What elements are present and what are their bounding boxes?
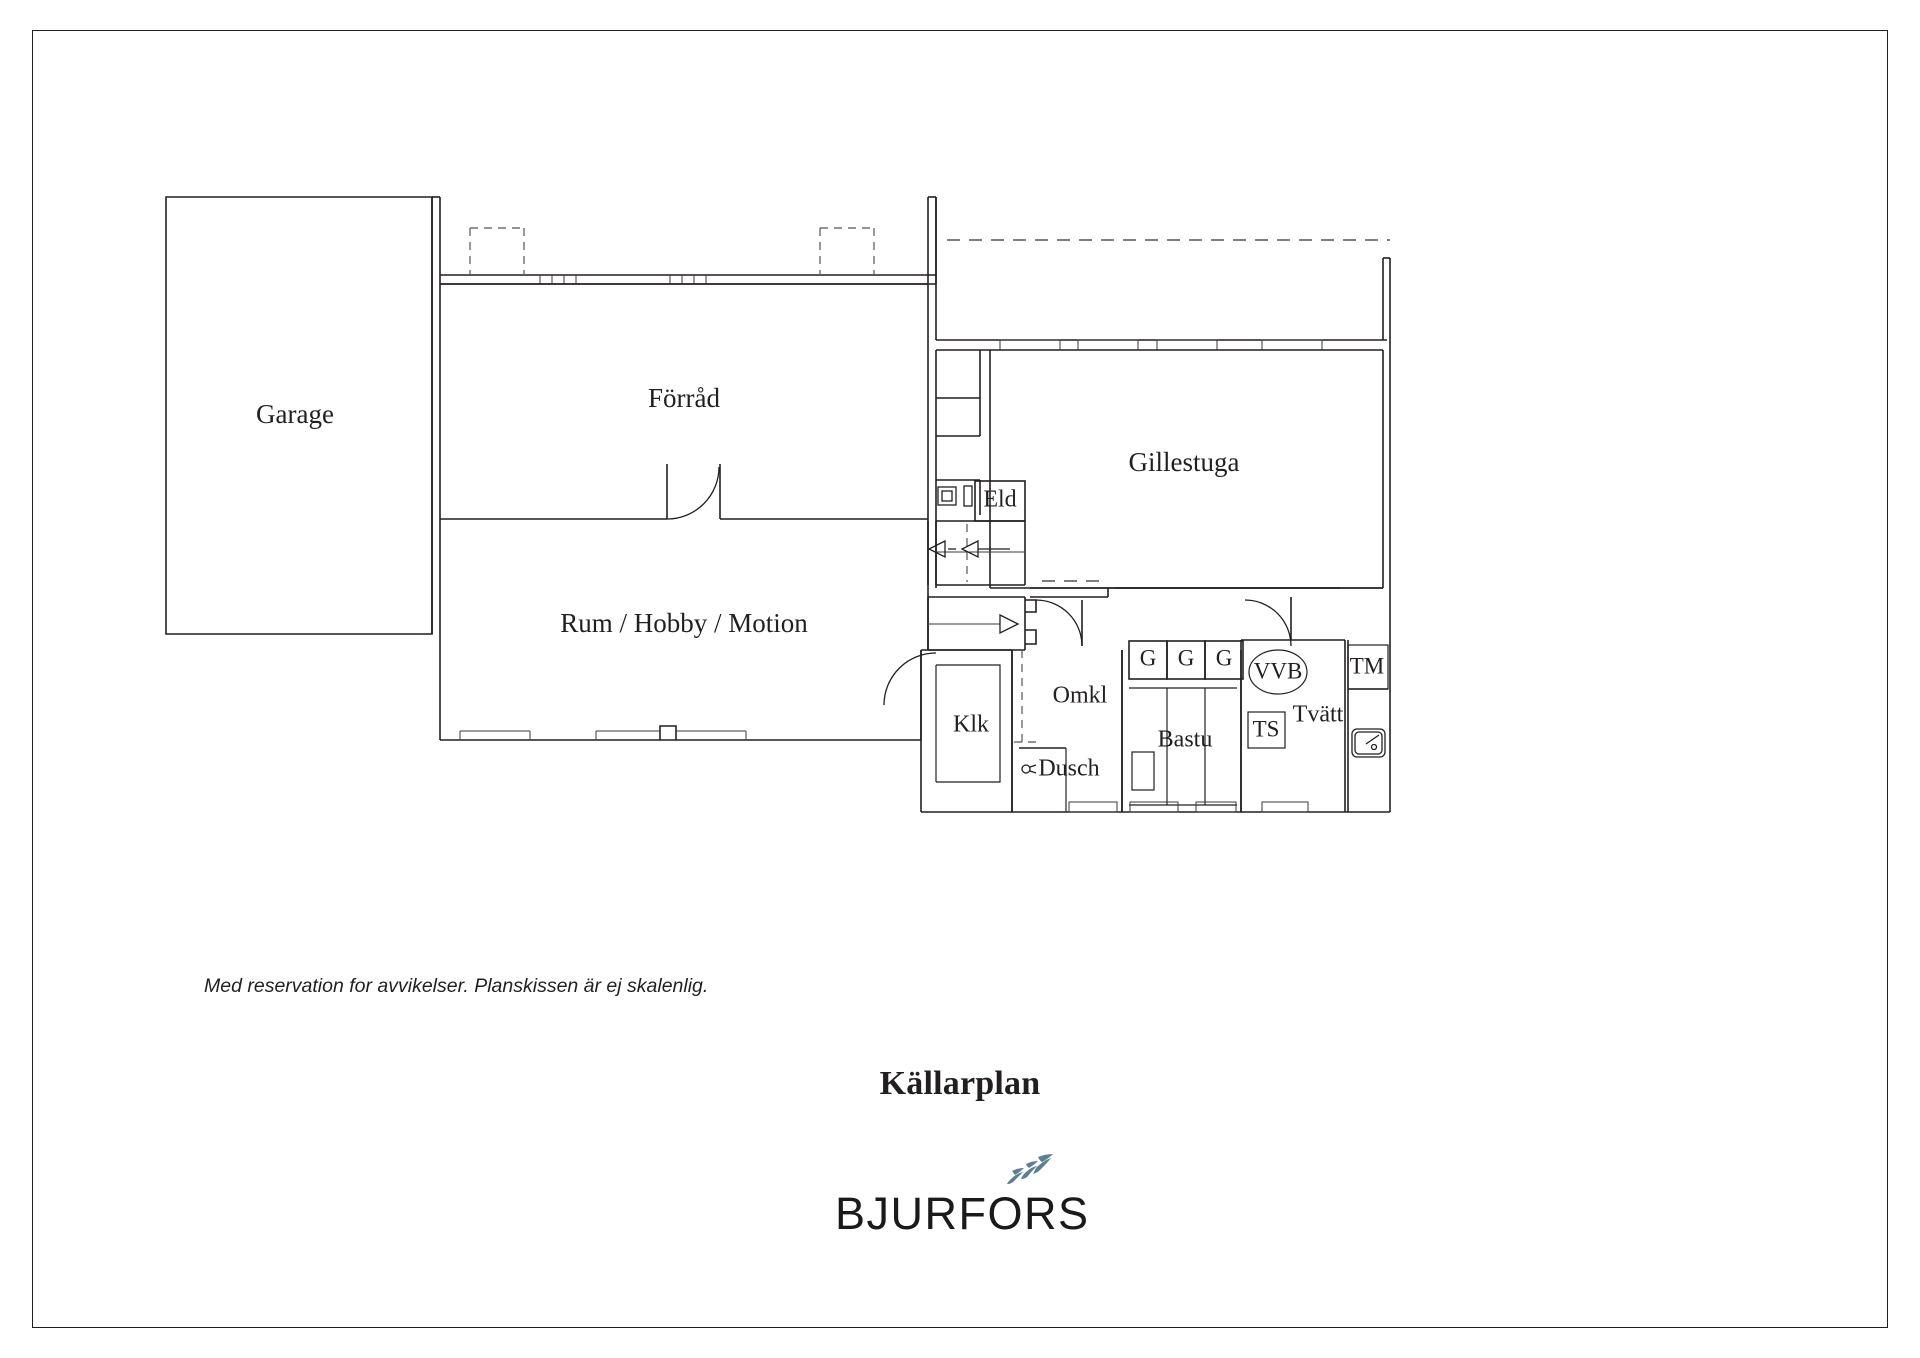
gillestuga-wing-walls [935,197,1391,812]
page-title: Källarplan [879,1065,1041,1102]
room-label-tm: TM [1350,653,1385,678]
garage-room [165,196,433,635]
room-label-garage: Garage [256,399,334,429]
room-label-rum-hobby-motion: Rum / Hobby / Motion [560,608,808,638]
disclaimer-text: Med reservation for avvikelser. Planskis… [204,975,709,997]
room-label-bastu: Bastu [1158,727,1213,753]
room-label-omkl: Omkl [1053,683,1108,709]
room-label-gillestuga: Gillestuga [1129,447,1240,477]
room-label-g-2: G [1178,645,1195,670]
room-label-forrad: Förråd [648,383,720,413]
ts-box [1247,711,1286,749]
basement-hall [1030,580,1383,647]
room-label-g-3: G [1216,645,1233,670]
stair-lower [927,596,1037,651]
title-block: Källarplan [0,1065,1920,1103]
forrad-top-wall [440,196,937,285]
omkl-room [1011,650,1123,813]
brand-logo: BJURFORS [0,1140,1920,1236]
room-label-dusch: Dusch [1038,756,1099,782]
garage-forrad-partition [432,196,441,284]
forrad-room [439,283,929,520]
sink-icon [1351,728,1386,758]
water-heater-icon [1248,649,1308,695]
room-label-tvatt: Tvätt [1293,702,1344,728]
room-label-eld: Eld [983,487,1016,513]
room-label-vvb: VVB [1254,658,1303,683]
room-label-klk: Klk [953,712,989,738]
stair-upper [927,521,1026,586]
klk-room [920,649,1390,813]
brand-name: BJURFORS [835,1188,1090,1239]
room-label-g-1: G [1140,645,1157,670]
tvatt-room [1240,639,1389,813]
room-label-ts: TS [1253,716,1280,741]
shower-icon [1021,764,1037,774]
g-closets [1128,640,1244,680]
flying-birds-icon [1007,1154,1053,1184]
eld-fireplace [936,480,1026,522]
